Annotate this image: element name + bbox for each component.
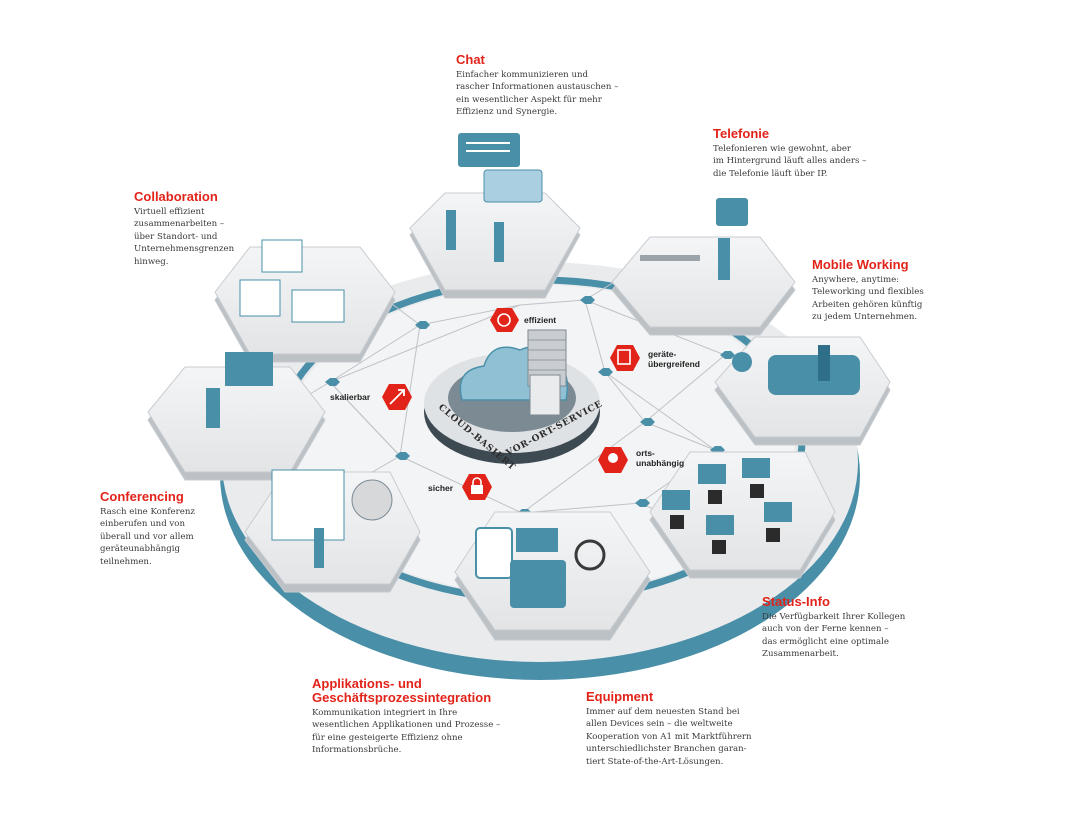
callout-mobile: Mobile Working Anywhere, anytime: Telewo… — [812, 258, 972, 324]
badge-label-geraete-line2: übergreifend — [648, 359, 700, 369]
laptop-icon — [291, 289, 345, 323]
phone-base-icon-2 — [750, 484, 764, 498]
plant-icon — [732, 352, 752, 372]
desk-icon — [640, 255, 700, 261]
badge-label-orts-line1: orts- — [636, 448, 655, 458]
bar-chart-icon-5 — [764, 502, 792, 522]
callout-telefonie-text: Telefonieren wie gewohnt, aber im Hinter… — [713, 144, 867, 179]
central-platform — [424, 329, 600, 464]
callout-apps: Applikations- und Geschäftsprozessintegr… — [312, 677, 552, 757]
callout-status: Status-Info Die Verfügbarkeit Ihrer Koll… — [762, 595, 942, 661]
bar-chart-icon-4 — [706, 515, 734, 535]
robot-icon — [351, 479, 393, 521]
callout-conferencing-text: Rasch eine Konferenz einberufen und von … — [100, 507, 195, 567]
callout-mobile-text: Anywhere, anytime: Teleworking und flexi… — [812, 275, 924, 323]
headset-icon — [574, 539, 606, 571]
desk-phone-icon — [510, 560, 566, 608]
location-pins-icon — [608, 453, 618, 463]
hex-telefonie — [611, 236, 796, 336]
person-icon-4 — [818, 345, 830, 381]
phone-base-icon-4 — [712, 540, 726, 554]
badge-label-geraete-line1: geräte- — [648, 349, 677, 359]
spreadsheet-icon — [239, 279, 281, 317]
callout-collaboration-text: Virtuell effizient zusammenarbeiten – üb… — [134, 207, 235, 267]
telefonie-scene — [640, 198, 748, 280]
badge-label-orts: orts- unabhängig — [636, 448, 684, 468]
callout-telefonie-title: Telefonie — [713, 126, 770, 141]
tablet-icon — [475, 527, 513, 579]
conferencing-scene — [206, 352, 273, 428]
person-icon — [446, 210, 456, 250]
phone-base-icon-3 — [670, 515, 684, 529]
callout-collaboration-title: Collaboration — [134, 189, 218, 204]
badge-orts: orts- unabhängig — [598, 447, 684, 473]
badge-geraete: geräte- übergreifend — [610, 345, 700, 371]
router-icon — [516, 528, 558, 552]
equipment-scene — [475, 527, 606, 608]
chat-scene — [446, 133, 543, 262]
callout-conferencing: Conferencing Rasch eine Konferenz einber… — [100, 490, 230, 568]
bar-chart-icon-2 — [742, 458, 770, 478]
person-icon-3 — [718, 238, 730, 280]
gear-chat-icon — [497, 313, 511, 327]
callout-mobile-title: Mobile Working — [812, 257, 909, 272]
person-icon-6 — [314, 528, 324, 568]
callout-collaboration: Collaboration Virtuell effizient zusamme… — [134, 190, 274, 268]
badge-sicher: sicher — [428, 474, 492, 500]
badge-label-skalierbar: skalierbar — [330, 392, 371, 402]
network-nodes — [325, 296, 735, 517]
status-scene — [662, 458, 792, 554]
browser-window-icon — [271, 469, 345, 541]
callout-chat-title: Chat — [456, 52, 485, 67]
monitor-icon — [225, 352, 273, 386]
server-rack-icon — [529, 374, 561, 416]
callout-status-text: Die Verfügbarkeit Ihrer Kollegen auch vo… — [762, 612, 906, 660]
hex-conferencing-office — [147, 366, 326, 481]
callout-apps-text: Kommunikation integriert in Ihre wesentl… — [312, 708, 501, 756]
chat-bubble-icon-2 — [483, 169, 543, 203]
apps-scene — [271, 469, 393, 568]
callout-chat-text: Einfacher kommunizieren und rascher Info… — [456, 70, 619, 118]
bar-chart-icon — [698, 464, 726, 484]
person-icon-5 — [206, 388, 220, 428]
badge-effizient: effizient — [490, 308, 556, 332]
callout-equipment-text: Immer auf dem neuesten Stand bei allen D… — [586, 707, 752, 767]
screen-icon — [261, 239, 303, 273]
callout-chat: Chat Einfacher kommunizieren und rascher… — [456, 53, 636, 119]
mobile-scene — [732, 345, 860, 395]
devices-icon — [617, 349, 631, 365]
phone-base-icon-5 — [766, 528, 780, 542]
bar-chart-icon-3 — [662, 490, 690, 510]
badge-label-effizient: effizient — [524, 315, 556, 325]
scale-arrows-icon — [389, 389, 405, 405]
phone-base-icon — [708, 490, 722, 504]
callout-telefonie: Telefonie Telefonieren wie gewohnt, aber… — [713, 127, 903, 180]
collaboration-scene — [239, 239, 345, 323]
badge-label-orts-line2: unabhängig — [636, 458, 684, 468]
callout-conferencing-title: Conferencing — [100, 489, 184, 504]
badge-skalierbar: skalierbar — [330, 384, 412, 410]
person-icon-2 — [494, 222, 504, 262]
hex-status — [649, 451, 836, 579]
sofa-icon — [768, 355, 860, 395]
callout-equipment: Equipment Immer auf dem neuesten Stand b… — [586, 690, 786, 768]
badge-label-sicher: sicher — [428, 483, 454, 493]
phone-icon — [716, 198, 748, 226]
callout-equipment-title: Equipment — [586, 689, 654, 704]
lock-icon — [471, 485, 483, 494]
badge-label-geraete: geräte- übergreifend — [648, 349, 700, 369]
callout-status-title: Status-Info — [762, 594, 830, 609]
callout-apps-title: Applikations- und Geschäftsprozessintegr… — [312, 676, 492, 705]
